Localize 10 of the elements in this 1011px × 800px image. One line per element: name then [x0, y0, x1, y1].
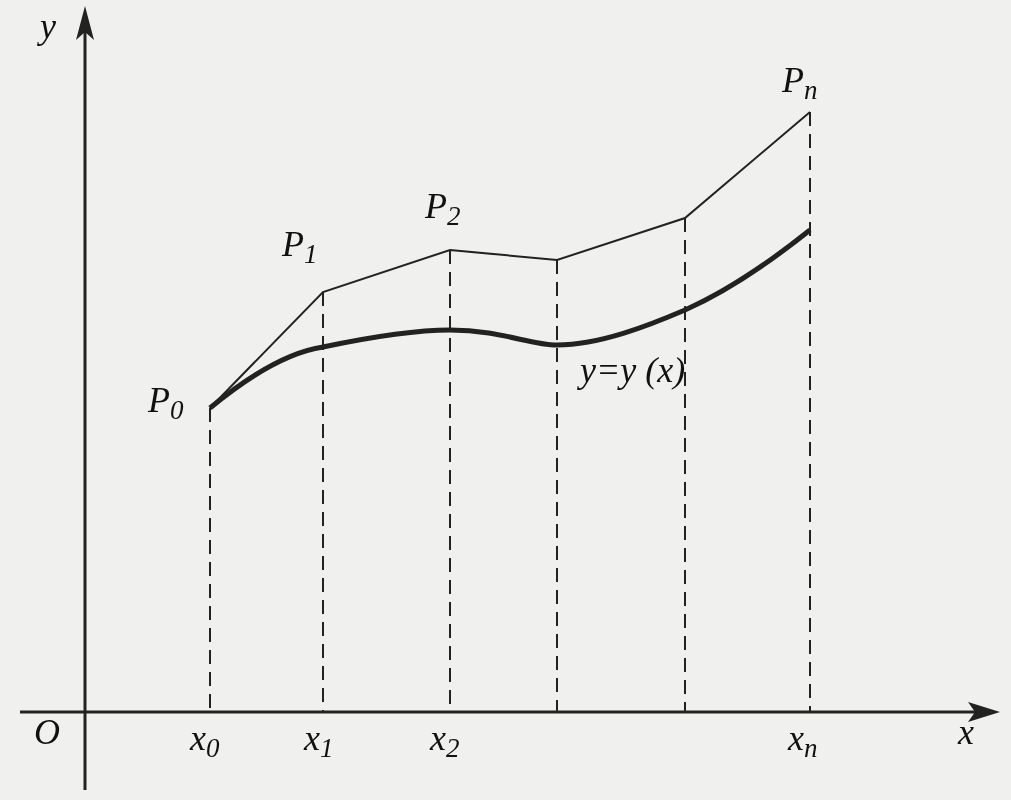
math-label: x	[958, 714, 974, 750]
math-label: P$_{0}$	[148, 382, 184, 418]
math-label: P$_{2}$	[425, 188, 461, 224]
math-label: O	[34, 714, 60, 750]
math-label: P$_{n}$	[782, 62, 818, 98]
math-label: x$_{n}$	[788, 720, 818, 756]
math-label: x$_{0}$	[190, 720, 220, 756]
math-label: x$_{1}$	[304, 720, 334, 756]
math-label: x$_{2}$	[430, 720, 460, 756]
math-label: P$_{1}$	[282, 226, 318, 262]
